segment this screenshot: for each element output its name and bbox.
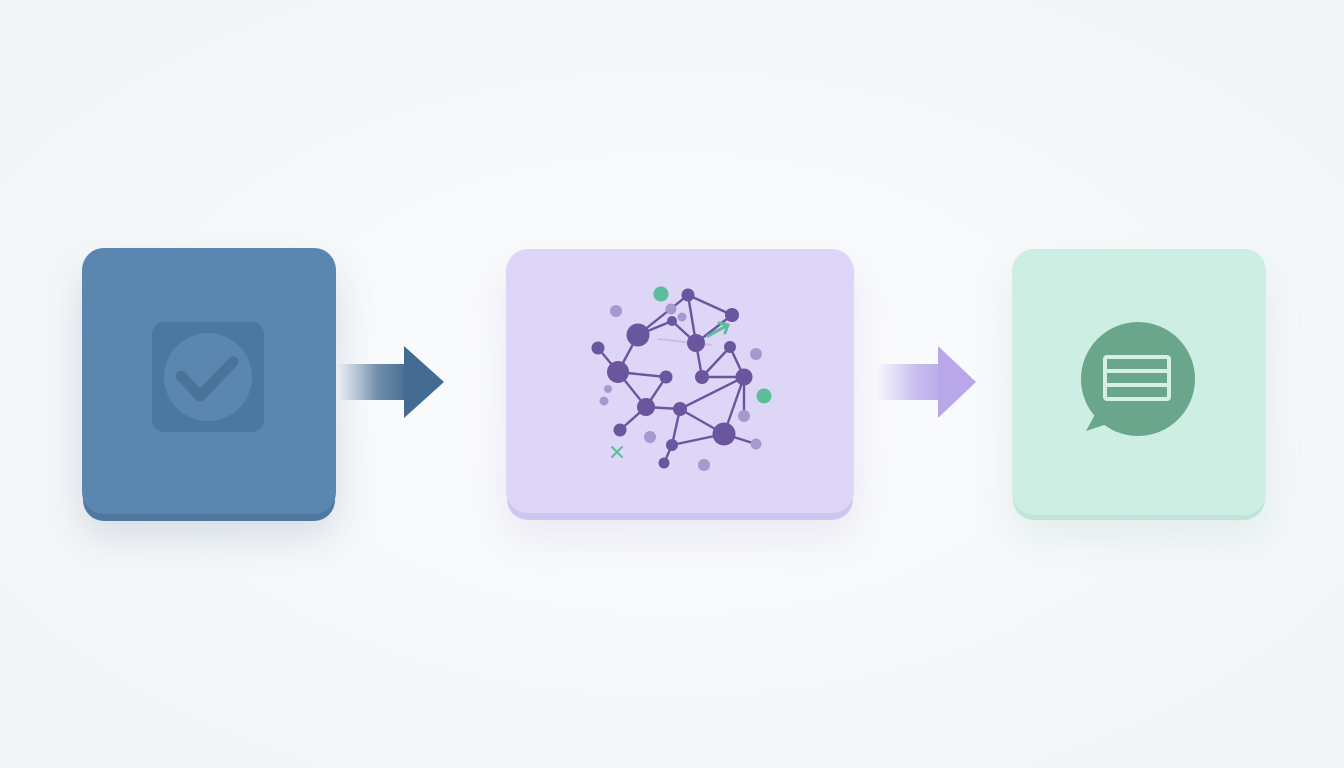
network-graph-icon xyxy=(591,286,772,471)
chat-bubble-icon xyxy=(1081,322,1195,436)
graph-card xyxy=(506,249,854,513)
chat-card xyxy=(1012,249,1266,515)
flow-arrow-2 xyxy=(876,346,976,418)
checkbox-check-icon xyxy=(152,322,264,432)
validate-card xyxy=(82,248,336,514)
flow-arrow-1 xyxy=(338,346,444,418)
